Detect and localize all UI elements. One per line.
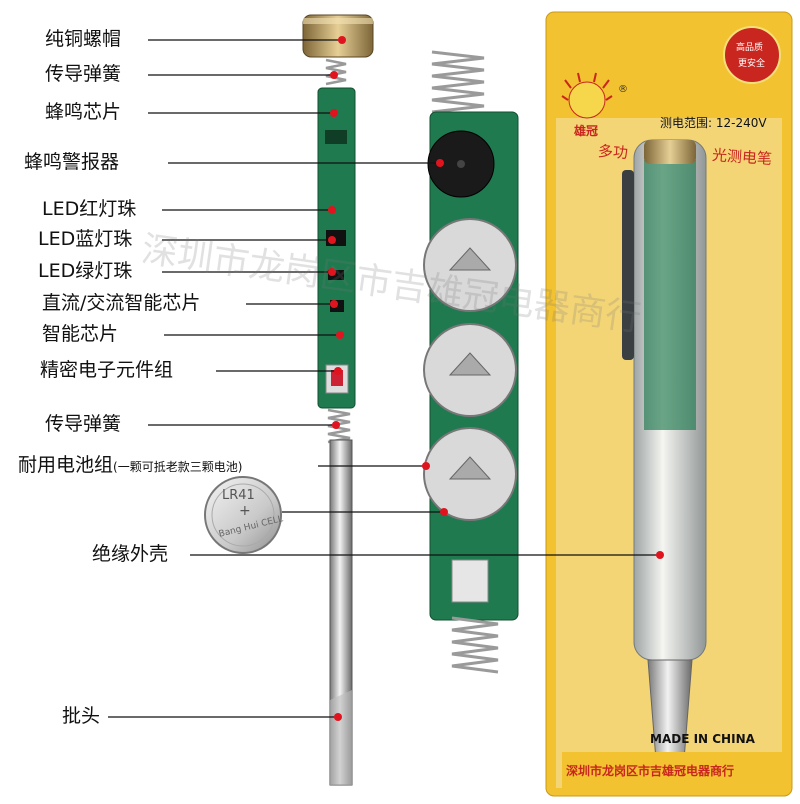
label-buzzer-chip: 蜂鸣芯片: [45, 101, 122, 123]
label-battery: 耐用电池组(一颗可抵老款三颗电池): [18, 456, 242, 475]
bottom-spring: [327, 408, 351, 444]
label-bottom-spring: 传导弹簧: [45, 413, 122, 435]
label-precision-components: 精密电子元件组: [40, 359, 174, 381]
top-board-spring: [431, 50, 485, 114]
product-name-left: 多功: [597, 141, 629, 163]
pen-clip: [622, 170, 634, 360]
pen-cap: [644, 140, 696, 164]
label-led-red: LED红灯珠: [42, 198, 137, 220]
callout-dots: [328, 36, 664, 721]
coin-sign: +: [239, 503, 251, 519]
label-led-blue: LED蓝灯珠: [38, 228, 133, 250]
battery-note: (一颗可抵老款三颗电池): [113, 460, 243, 474]
middle-battery-board: [423, 50, 519, 674]
battery-label: 耐用电池组: [18, 454, 114, 476]
brand-name: 雄冠: [574, 124, 599, 138]
badge-line2: 更安全: [738, 59, 766, 69]
label-led-green: LED绿灯珠: [38, 260, 133, 282]
badge-line1: 高品质: [736, 43, 764, 53]
made-in: MADE IN CHINA: [650, 732, 755, 746]
label-dcac-chip: 直流/交流智能芯片: [42, 292, 201, 314]
coin-model: LR41: [222, 488, 255, 503]
product-name-right: 光测电笔: [711, 145, 773, 169]
retail-package: [545, 11, 793, 797]
pcb-strip: [317, 87, 356, 409]
label-top-spring: 传导弹簧: [45, 63, 122, 85]
leader-lines: [108, 39, 660, 718]
range-label: 测电范围: 12-240V: [660, 116, 767, 130]
left-pen-parts: [302, 14, 374, 786]
registered-mark: ®: [618, 84, 628, 95]
bottom-board-spring: [451, 616, 499, 674]
coin-cell: [204, 476, 282, 554]
copper-nut: [302, 14, 374, 58]
brand-sun-logo: [561, 72, 613, 119]
battery-holders: [423, 218, 517, 521]
label-copper-nut: 纯铜螺帽: [45, 28, 122, 50]
top-spring: [325, 58, 347, 86]
label-smart-chip: 智能芯片: [42, 323, 119, 345]
company-name: 深圳市龙岗区市吉雄冠电器商行: [566, 764, 735, 778]
label-tip: 批头: [62, 705, 101, 727]
label-buzzer: 蜂鸣警报器: [24, 151, 120, 173]
quality-badge: [723, 26, 781, 84]
label-insulated-shell: 绝缘外壳: [92, 543, 169, 565]
